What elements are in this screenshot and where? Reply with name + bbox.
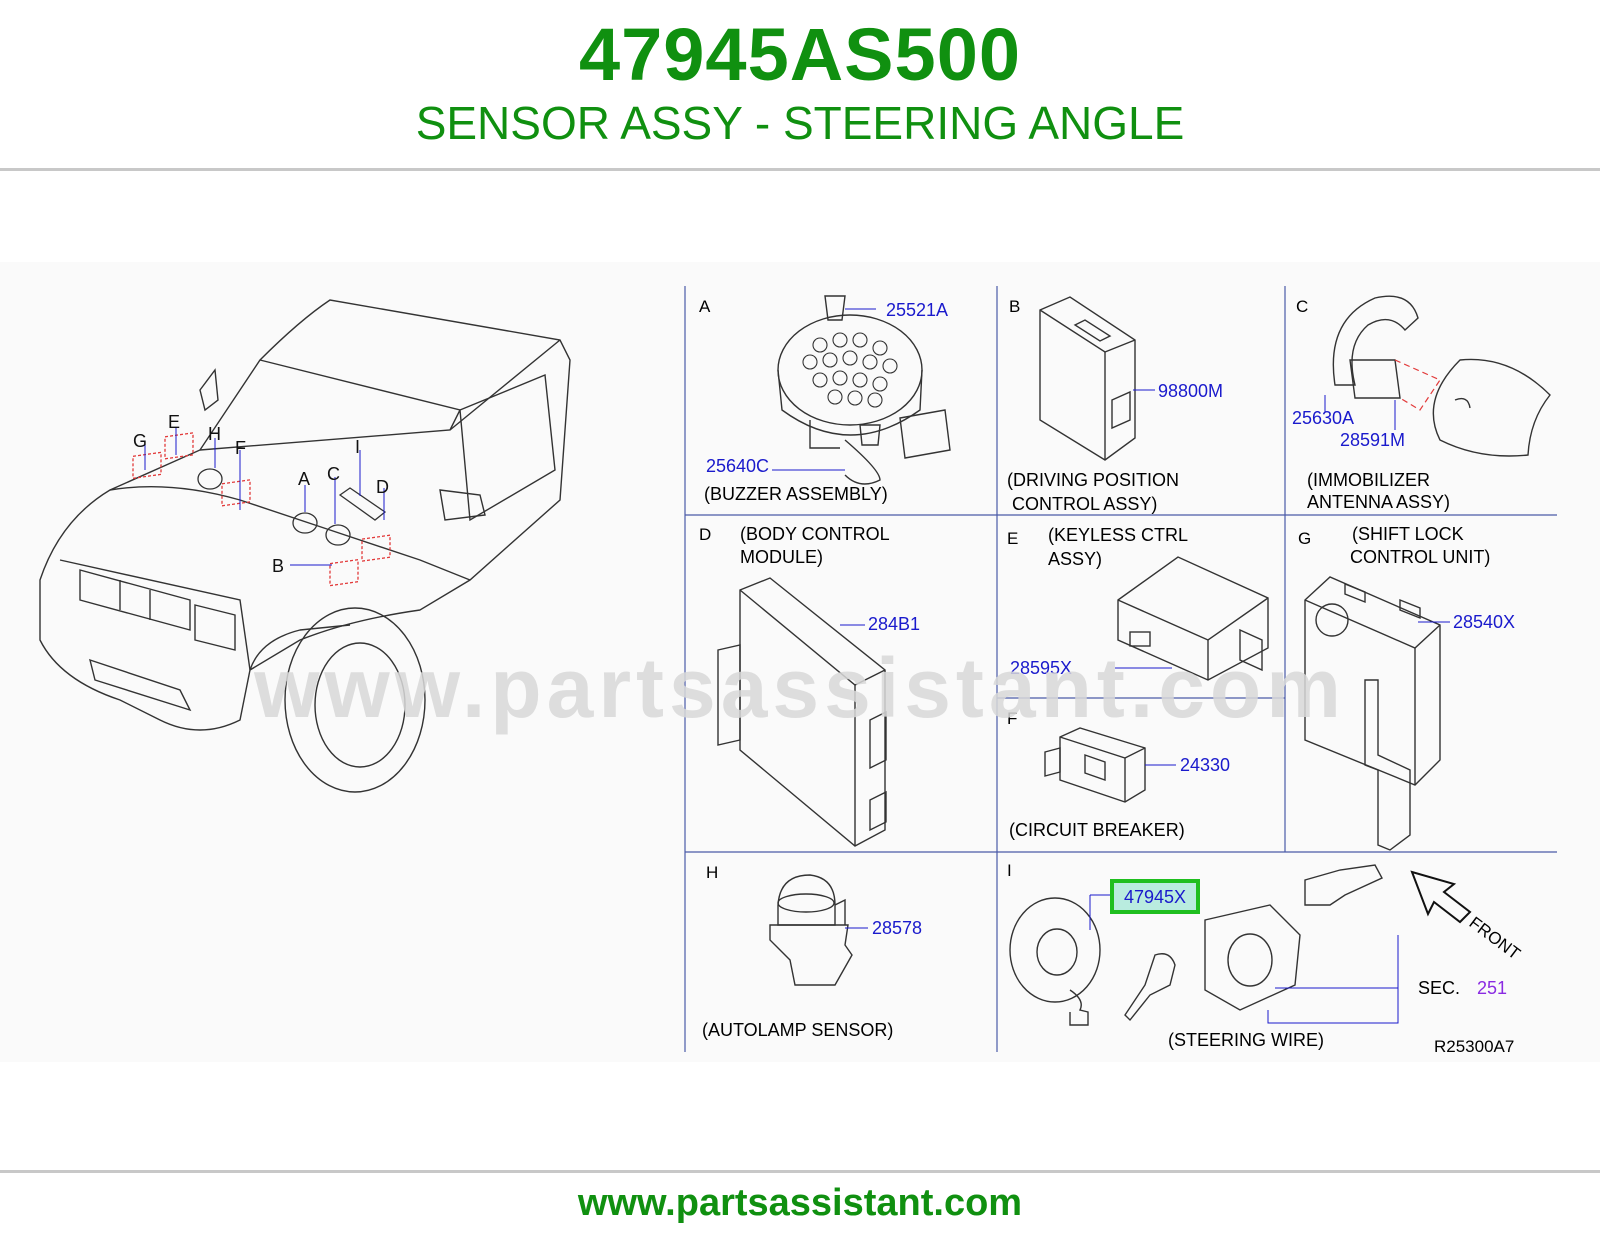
vehicle-label-c: C — [327, 464, 340, 484]
part-link-47945x-highlighted[interactable]: 47945X — [1124, 887, 1186, 907]
panel-h-caption: (AUTOLAMP SENSOR) — [702, 1020, 893, 1040]
front-label: FRONT — [1466, 913, 1524, 963]
part-link-28540x[interactable]: 28540X — [1453, 612, 1515, 632]
part-link-28591m[interactable]: 28591M — [1340, 430, 1405, 450]
panel-d-letter: D — [699, 525, 711, 544]
panel-h: H 28578 (AUTOLAMP SENSOR) — [702, 863, 922, 1040]
diagram-svg: G E H F A C I D B A — [39, 286, 1557, 1056]
part-link-28595x[interactable]: 28595X — [1010, 658, 1072, 678]
vehicle-letter-labels: G E H F A C I D B — [133, 412, 389, 576]
panel-e-caption-line1: (KEYLESS CTRL — [1048, 525, 1188, 545]
panel-f: F 24330 (CIRCUIT BREAKER) — [1007, 709, 1230, 840]
panel-f-letter: F — [1007, 709, 1017, 728]
diagram-code: R25300A7 — [1434, 1037, 1514, 1056]
panel-c: C 25630A 28591M (IMMOBILIZER ANTENNA ASS… — [1292, 295, 1551, 512]
watermark: www.partsassistant.com — [254, 641, 1346, 735]
panel-d-caption-line1: (BODY CONTROL — [740, 524, 890, 544]
panel-f-caption: (CIRCUIT BREAKER) — [1009, 820, 1185, 840]
footer-divider — [0, 1170, 1600, 1173]
panel-d: D (BODY CONTROL MODULE) 284B1 — [699, 524, 920, 847]
panel-i-letter: I — [1007, 861, 1012, 880]
steering-angle-sensor-drawing — [1009, 864, 1383, 1026]
locator-circle-a — [292, 512, 318, 534]
panel-g: G (SHIFT LOCK CONTROL UNIT) 28540X — [1298, 524, 1515, 851]
panel-a-caption: (BUZZER ASSEMBLY) — [704, 484, 888, 504]
locator-box-b — [329, 558, 359, 587]
panel-g-caption-line2: CONTROL UNIT) — [1350, 547, 1490, 567]
panel-b-caption-line1: (DRIVING POSITION — [1007, 470, 1179, 490]
front-arrow-icon — [1410, 870, 1472, 924]
locator-circle-h — [197, 468, 223, 490]
panel-e-caption-line2: ASSY) — [1048, 549, 1102, 569]
panel-b-caption-line2: CONTROL ASSY) — [1012, 494, 1157, 514]
panel-a-letter: A — [699, 297, 711, 316]
panel-c-letter: C — [1296, 297, 1308, 316]
vehicle-label-d: D — [376, 477, 389, 497]
footer-url[interactable]: www.partsassistant.com — [577, 1182, 1023, 1224]
vehicle-label-b: B — [272, 556, 284, 576]
vehicle-label-h: H — [208, 424, 221, 444]
sec-label: SEC. — [1418, 978, 1460, 998]
sec-link-251[interactable]: 251 — [1477, 978, 1507, 998]
part-link-25640c[interactable]: 25640C — [706, 456, 769, 476]
vehicle-label-g: G — [133, 431, 147, 451]
part-link-284b1[interactable]: 284B1 — [868, 614, 920, 634]
part-link-28578[interactable]: 28578 — [872, 918, 922, 938]
part-link-25521a[interactable]: 25521A — [886, 300, 948, 320]
panel-e: E (KEYLESS CTRL ASSY) 28595X — [1007, 525, 1269, 681]
part-link-24330[interactable]: 24330 — [1180, 755, 1230, 775]
highlighted-part-box[interactable] — [1110, 879, 1200, 914]
part-link-98800m[interactable]: 98800M — [1158, 381, 1223, 401]
vehicle-label-e: E — [168, 412, 180, 432]
vehicle-label-f: F — [235, 438, 246, 458]
locator-circle-c — [325, 524, 351, 546]
vehicle-label-i: I — [355, 437, 360, 457]
panel-a: A 25521A 25640C (BUZZER ASSEMBLY) — [699, 295, 951, 504]
panel-g-letter: G — [1298, 529, 1311, 548]
panel-c-caption-line1: (IMMOBILIZER — [1307, 470, 1430, 490]
panel-b-letter: B — [1009, 297, 1020, 316]
panel-i: I 47945X FRONT SEC. 251 (STEERING WIRE) … — [1007, 861, 1524, 1056]
panel-c-caption-line2: ANTENNA ASSY) — [1307, 492, 1450, 512]
panel-d-caption-line2: MODULE) — [740, 547, 823, 567]
panel-b: B 98800M (DRIVING POSITION CONTROL ASSY) — [1007, 296, 1223, 514]
vehicle-locator-marks — [132, 428, 391, 587]
locator-steering-i — [338, 487, 387, 521]
part-name-subtitle: SENSOR ASSY - STEERING ANGLE — [415, 97, 1185, 149]
vehicle-label-a: A — [298, 469, 310, 489]
panel-e-letter: E — [1007, 529, 1018, 548]
parts-diagram: G E H F A C I D B A — [0, 262, 1600, 1062]
vehicle-illustration — [39, 299, 571, 793]
part-link-25630a[interactable]: 25630A — [1292, 408, 1354, 428]
panel-grid — [684, 286, 1557, 1052]
panel-h-letter: H — [706, 863, 718, 882]
locator-box-g — [132, 451, 162, 480]
panel-g-caption-line1: (SHIFT LOCK — [1352, 524, 1464, 544]
panel-i-caption: (STEERING WIRE) — [1168, 1030, 1324, 1050]
part-number-title: 47945AS500 — [578, 13, 1022, 96]
header-divider — [0, 168, 1600, 171]
